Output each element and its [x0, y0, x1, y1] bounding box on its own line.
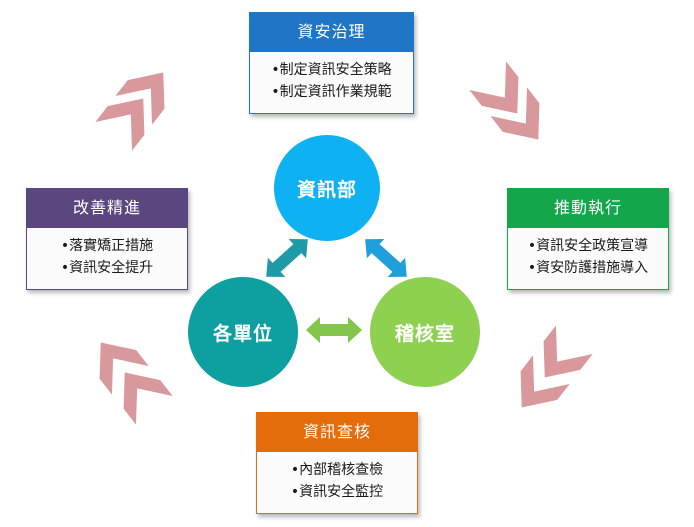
audit-title: 資訊查核 — [256, 412, 418, 452]
audit-box: 資訊查核 •內部稽核查檢 •資訊安全監控 — [256, 412, 418, 514]
double-arrow-it-audit — [356, 229, 416, 287]
it-department-label: 資訊部 — [296, 178, 357, 201]
governance-item: •制定資訊安全策略 — [271, 62, 392, 78]
execution-item: •資訊安全政策宣導 — [527, 238, 649, 254]
execution-box: 推動執行 •資訊安全政策宣導 •資安防護措施導入 — [507, 188, 669, 290]
audit-body: •內部稽核查檢 •資訊安全監控 — [256, 452, 418, 514]
audit-office-label: 稽核室 — [394, 322, 455, 345]
units-circle: 各單位 — [188, 277, 298, 387]
execution-title: 推動執行 — [507, 188, 669, 228]
execution-item: •資安防護措施導入 — [527, 260, 649, 276]
improvement-title: 改善精進 — [26, 188, 188, 228]
improvement-box: 改善精進 •落實矯正措施 •資訊安全提升 — [26, 188, 188, 290]
it-department-circle: 資訊部 — [274, 135, 380, 241]
double-arrow-it-units — [257, 229, 317, 287]
governance-title: 資安治理 — [249, 12, 414, 52]
improvement-item: •資訊安全提升 — [60, 260, 154, 276]
improvement-body: •落實矯正措施 •資訊安全提升 — [26, 228, 188, 290]
governance-box: 資安治理 •制定資訊安全策略 •制定資訊作業規範 — [249, 12, 414, 114]
units-label: 各單位 — [212, 322, 273, 345]
double-arrow-units-audit — [306, 317, 362, 343]
governance-item: •制定資訊作業規範 — [271, 84, 392, 100]
governance-body: •制定資訊安全策略 •制定資訊作業規範 — [249, 52, 414, 114]
audit-item: •資訊安全監控 — [290, 484, 384, 500]
audit-item: •內部稽核查檢 — [290, 462, 384, 478]
execution-body: •資訊安全政策宣導 •資安防護措施導入 — [507, 228, 669, 290]
audit-office-circle: 稽核室 — [370, 277, 480, 387]
improvement-item: •落實矯正措施 — [60, 238, 154, 254]
